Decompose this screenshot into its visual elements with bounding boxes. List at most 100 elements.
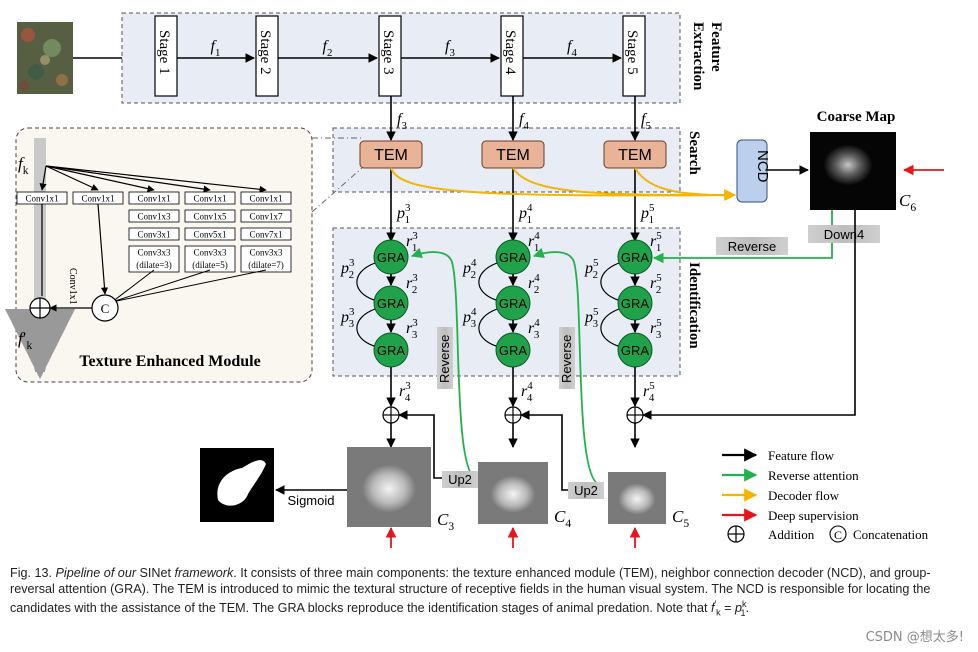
p3-symbol-2-sup: 5 [593,306,599,318]
r4-symbol-1-base: r [521,383,528,400]
r3-symbol-2-sup: 5 [656,317,662,329]
tem-conv-label-3-3: Conv3x3 [193,248,227,258]
input-image [17,22,73,94]
r1-symbol-2-sub: 1 [656,242,661,254]
p3-symbol-1-sup: 4 [471,306,477,318]
stage-box-1 [154,15,178,97]
stage-label-3: Stage 3 [380,30,396,75]
tem-fk-prime-symbol-base: f [18,329,25,348]
reverse-vertical-1-bar [437,327,453,389]
up2-bar-2 [442,471,478,488]
tem-conv-box-4-3 [240,245,292,273]
feature-symbol-4-sub: 4 [571,47,577,59]
tem-fan-arrow-0 [39,165,47,191]
p3-symbol-2-base: p [584,309,593,326]
output-blob-0 [362,464,416,513]
tem-fan-arrow-3 [45,165,211,193]
gra-arc-b-2 [600,308,620,347]
tem-conv-box-3-2 [184,227,236,241]
tem-conv-box-2-2 [128,227,180,241]
tem-concat-label: C [101,301,110,316]
r2-symbol-1-sup: 4 [534,272,540,284]
gra-label-2-2: GRA [621,343,650,358]
caption-sinet: SINet [139,566,175,580]
tem-fan-arrow-1 [45,165,99,191]
c-output-symbol-2-sub: 5 [683,517,689,530]
tem-fk-prime-symbol: f′k [18,329,32,352]
caption-body: . It consists of three main components: … [10,566,931,616]
r4-symbol-0-sup: 3 [405,380,411,392]
search-label: Search [686,131,702,176]
gra-arc-b-0 [356,308,376,347]
gra-arc-a-0 [356,262,376,301]
p1-symbol-1-sup: 4 [527,202,533,214]
sigmoid-label: Sigmoid [288,493,335,508]
gra-arc-b-1 [478,308,498,347]
extraction-label: Extraction [690,22,706,91]
extract-symbol-0: f3 [397,111,407,132]
legend-label-0: Feature flow [768,448,835,463]
tem-conv-dilate-3: (dilate=5) [192,260,228,270]
c-output-symbol-2-base: C [672,507,684,526]
reverse-attention-branch-3 [410,247,479,481]
gra-arc-a-2 [600,262,620,301]
r3-symbol-2-sub: 3 [656,329,662,341]
r4-symbol-1-sub: 4 [527,392,533,404]
r1-symbol-2-sup: 5 [656,230,662,242]
tem-fk-symbol: fk [18,154,29,177]
tem-conv-label-4-2: Conv7x1 [249,230,282,240]
gra-label-1-1: GRA [499,296,528,311]
feature-symbol-3: f3 [445,38,455,59]
r1-symbol-1-base: r [528,233,535,250]
r4-symbol-2-base: r [643,383,650,400]
down4-text: Down4 [824,227,864,242]
caption-framework: framework [174,566,234,580]
tem-fk-symbol-sub: k [23,164,29,177]
output-blob-2 [618,483,656,515]
r3-symbol-0-sup: 3 [412,317,418,329]
p3-symbol-2-sub: 3 [593,318,599,330]
c-output-symbol-1-sub: 4 [565,517,571,530]
caption-k-sub: k [716,607,721,618]
c-output-symbol-0-base: C [437,510,449,529]
feature-symbol-3-sub: 3 [449,47,455,59]
tem-fan-arrow-2 [45,165,155,193]
r3-symbol-0-sub: 3 [412,329,418,341]
r2-symbol-2-base: r [650,275,657,292]
r2-symbol-0-base: r [406,275,413,292]
p2-symbol-1-sub: 2 [471,269,476,281]
tem-conv-label-2-1: Conv1x3 [137,212,171,222]
tem-conv-label-3-2: Conv5x1 [193,230,226,240]
stage-label-1: Stage 1 [156,30,172,75]
p3-symbol-0-sub: 3 [349,318,355,330]
up2-text-2: Up2 [448,472,472,487]
gra-label-1-2: GRA [499,343,528,358]
p2-symbol-2-sup: 5 [593,257,599,269]
figure-caption: Fig. 13. Pipeline of our SINet framework… [10,566,965,621]
p2-symbol-1-sup: 4 [471,257,477,269]
r1-symbol-1-sub: 1 [534,242,539,254]
stage-box-5 [622,15,646,97]
tem-conv-box-4-2 [240,227,292,241]
gra-label-0-0: GRA [377,250,406,265]
extract-symbol-0-sub: 3 [401,120,407,132]
stage-label-2: Stage 2 [257,30,273,75]
r1-symbol-2-base: r [650,233,657,250]
r2-symbol-1-base: r [528,275,535,292]
p1-symbol-0-base: p [396,205,405,222]
r2-symbol-2-sub: 2 [656,284,661,296]
tem-backbone-bar [34,138,46,370]
r4-symbol-2-sub: 4 [649,392,655,404]
tem-col2-down [97,203,109,295]
c-output-symbol-1: C4 [554,507,571,530]
